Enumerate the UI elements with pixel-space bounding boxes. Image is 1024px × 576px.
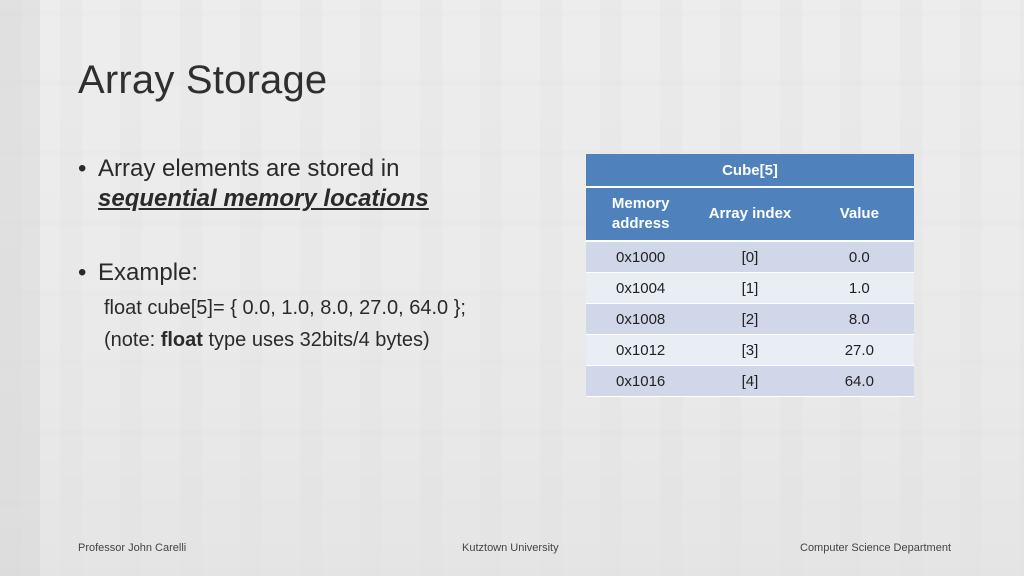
footer-university: Kutztown University: [462, 542, 559, 554]
table-row: 0x1004 [1] 1.0: [586, 272, 914, 304]
table-caption: Cube[5]: [586, 154, 914, 188]
table-row: 0x1008 [2] 8.0: [586, 303, 914, 335]
cell-index: [0]: [695, 241, 805, 273]
slide-title: Array Storage: [78, 58, 328, 102]
header-array-index: Array index: [695, 187, 805, 242]
table-row: 0x1016 [4] 64.0: [586, 365, 914, 397]
cell-address: 0x1008: [586, 303, 696, 335]
note-prefix: (note:: [104, 329, 161, 351]
note-suffix: type uses 32bits/4 bytes): [202, 329, 430, 351]
bullet-dot-icon: •: [78, 259, 87, 286]
bullet-text: Array elements are stored in sequential …: [98, 154, 548, 214]
bullet-text: Example:: [98, 259, 199, 286]
footer-department: Computer Science Department: [800, 542, 952, 554]
cell-value: 8.0: [804, 303, 914, 335]
note-bold: float: [160, 329, 203, 351]
table-row: 0x1012 [3] 27.0: [586, 334, 914, 366]
bullet-text-emphasis: sequential memory locations: [98, 185, 429, 212]
header-memory-address: Memory address: [586, 187, 696, 242]
cell-value: 64.0: [804, 365, 914, 397]
cell-address: 0x1012: [586, 334, 696, 366]
array-table: Cube[5] Memory address Array index Value…: [586, 154, 914, 397]
footer-author: Professor John Carelli: [78, 542, 187, 554]
table-row: 0x1000 [0] 0.0: [586, 241, 914, 273]
cell-value: 27.0: [804, 334, 914, 366]
cell-value: 0.0: [804, 241, 914, 273]
cell-address: 0x1000: [586, 241, 696, 273]
note-line: (note: float type uses 32bits/4 bytes): [104, 324, 548, 356]
bullet-list: • Array elements are stored in sequentia…: [78, 154, 548, 356]
bullet-dot-icon: •: [78, 155, 87, 182]
cell-address: 0x1004: [586, 272, 696, 304]
cell-address: 0x1016: [586, 365, 696, 397]
bullet-item-storage: • Array elements are stored in sequentia…: [78, 154, 548, 214]
cell-index: [4]: [695, 365, 805, 397]
cell-index: [1]: [695, 272, 805, 304]
header-value: Value: [804, 187, 914, 242]
code-example: float cube[5]= { 0.0, 1.0, 8.0, 27.0, 64…: [104, 297, 466, 319]
cell-index: [2]: [695, 303, 805, 335]
cell-index: [3]: [695, 334, 805, 366]
cube-table: Cube[5] Memory address Array index Value…: [586, 154, 914, 397]
cell-value: 1.0: [804, 272, 914, 304]
bullet-text-main: Array elements are stored in: [98, 155, 400, 182]
bullet-item-example: • Example:: [78, 258, 548, 288]
